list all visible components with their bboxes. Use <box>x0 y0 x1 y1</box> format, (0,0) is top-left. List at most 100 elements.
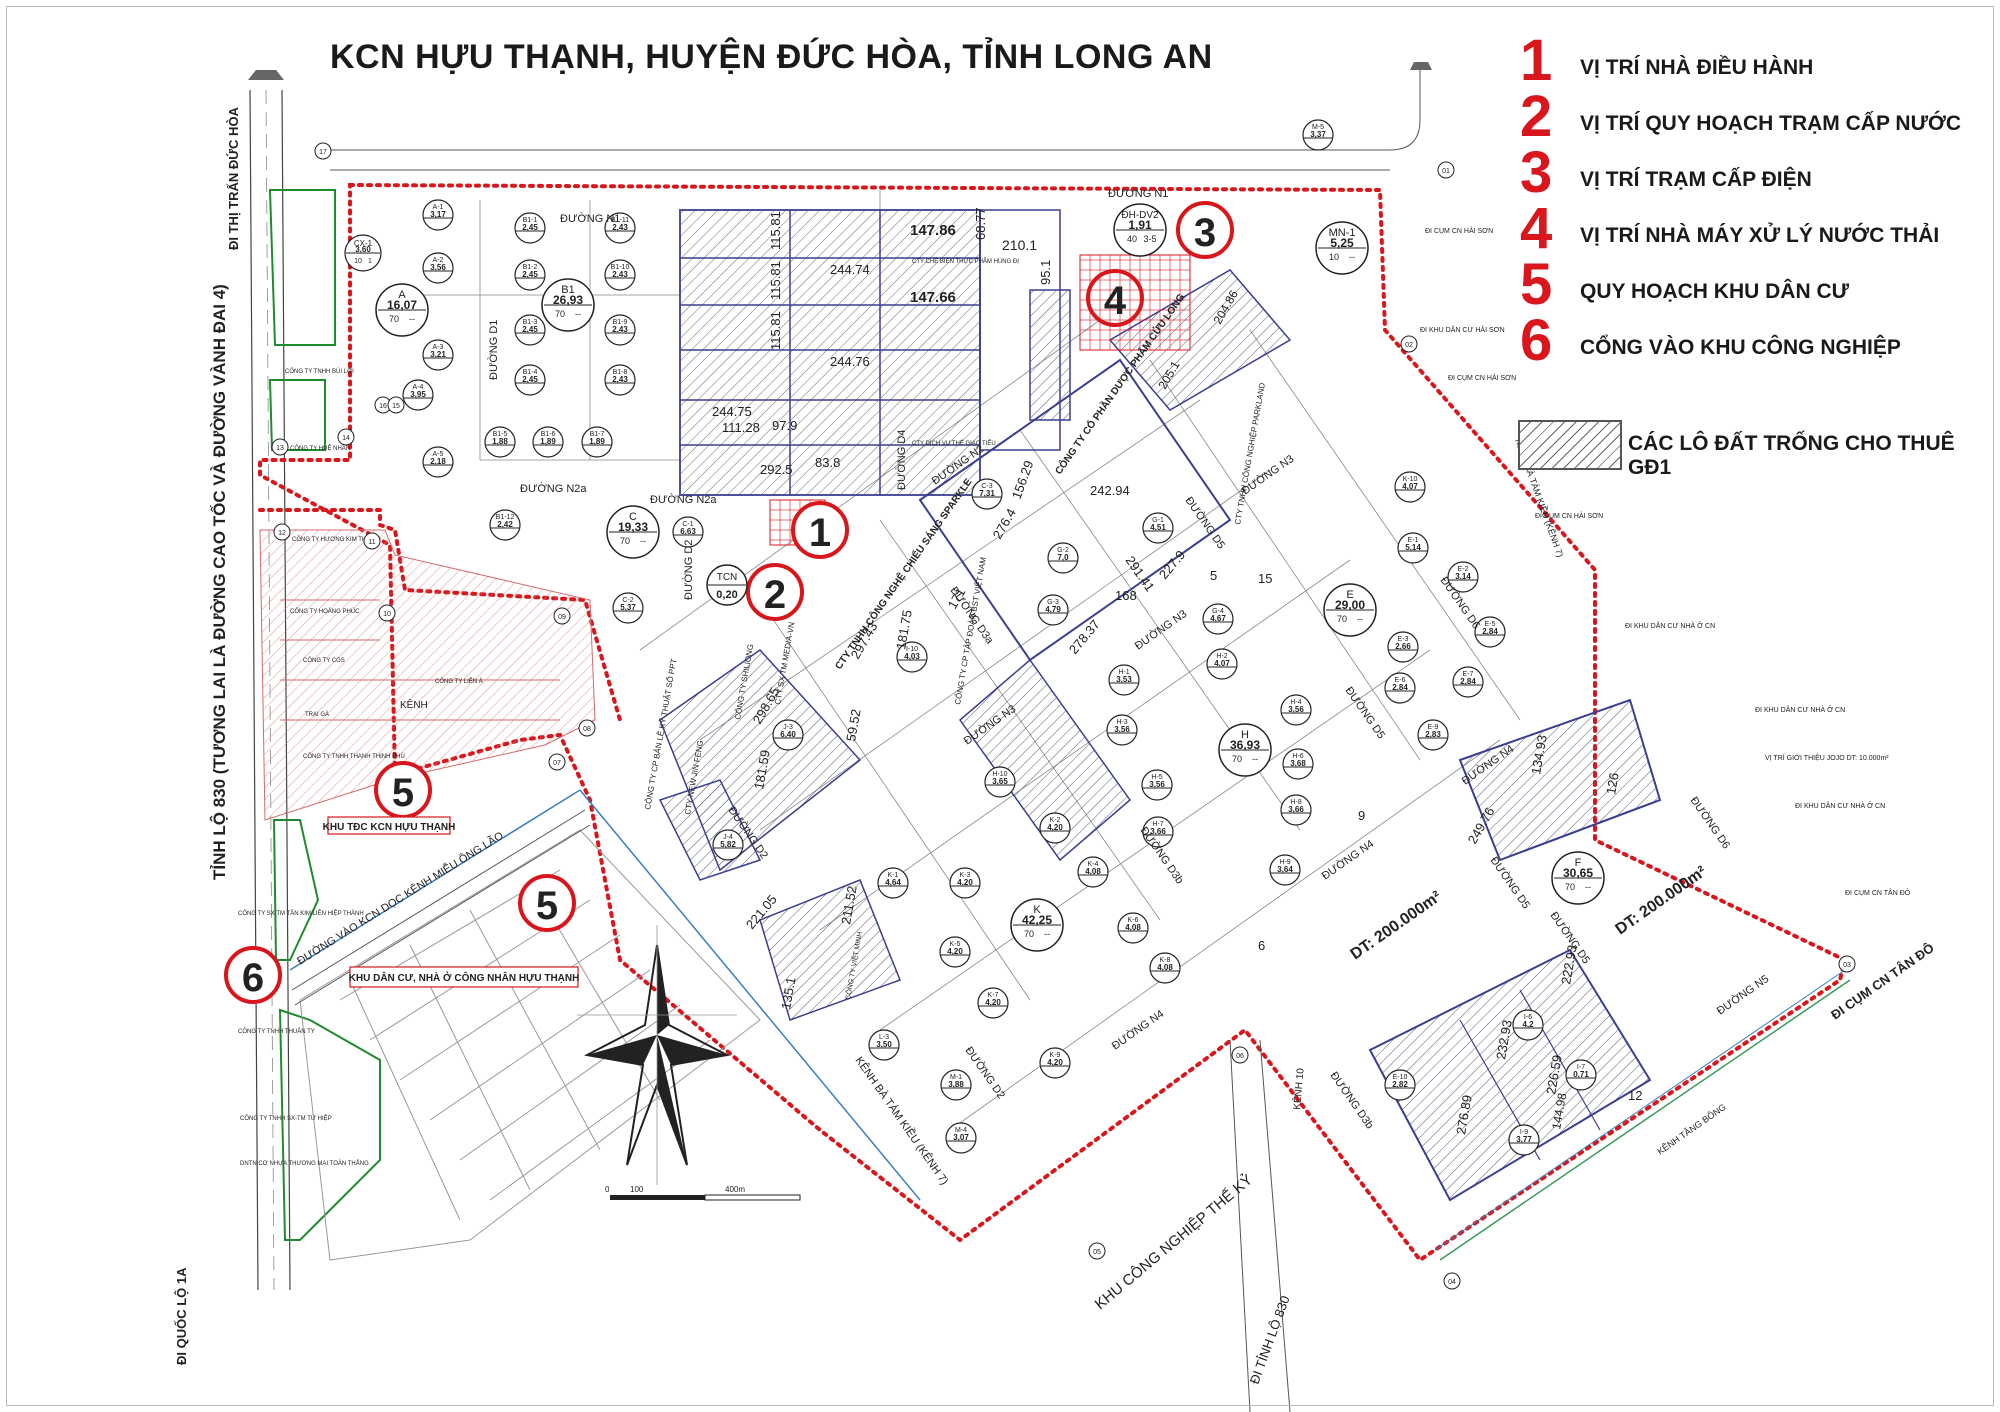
legend-text: VỊ TRÍ QUY HOẠCH TRẠM CẤP NƯỚC <box>1580 112 1962 135</box>
lot-area: 3,66 <box>1288 805 1304 814</box>
lot-e-1[interactable]: E-15,14 <box>1397 532 1429 564</box>
block-c[interactable]: C 19,33 70 -- <box>606 505 660 559</box>
lot-h-5[interactable]: H-53,56 <box>1141 769 1173 801</box>
boundary-node-label: 08 <box>583 726 591 733</box>
lot-a-1[interactable]: A-13,17 <box>422 199 454 231</box>
lot-name: B1-5 <box>493 431 508 438</box>
marker-6[interactable]: 6 <box>224 946 282 1004</box>
lot-h-6[interactable]: H-63,68 <box>1282 748 1314 780</box>
lot-a-2[interactable]: A-23,56 <box>422 252 454 284</box>
lot-h-1[interactable]: H-13,53 <box>1108 664 1140 696</box>
lot-b1-5[interactable]: B1-51,88 <box>484 426 516 458</box>
lot-b1-9[interactable]: B1-92,43 <box>604 314 636 346</box>
lot-c-1[interactable]: C-16,63 <box>672 516 704 548</box>
lot-i-7[interactable]: I-70,71 <box>1565 1059 1597 1091</box>
lot-b1-10[interactable]: B1-102,43 <box>604 259 636 291</box>
to-duc-hoa-label: ĐI THỊ TRẤN ĐỨC HÒA <box>226 106 241 250</box>
lot-c-3[interactable]: C-37,31 <box>971 478 1003 510</box>
lot-h-10[interactable]: H-103,65 <box>984 766 1016 798</box>
boundary-node-12: 12 <box>273 523 291 541</box>
company-bui-loi: CÔNG TY TNHH BÙI LỢI <box>285 368 354 375</box>
lot-b1-11[interactable]: B1-112,43 <box>604 212 636 244</box>
lot-b1-4[interactable]: B1-42,45 <box>514 364 546 396</box>
lot-b1-1[interactable]: B1-12,45 <box>514 212 546 244</box>
lot-name: A-2 <box>433 257 444 264</box>
lot-c-2[interactable]: C-25,37 <box>612 592 644 624</box>
block-mn1[interactable]: MN-1 5,25 10 -- <box>1315 221 1369 275</box>
lot-b1-8[interactable]: B1-82,43 <box>604 364 636 396</box>
block-e[interactable]: E 29,00 70 -- <box>1323 583 1377 637</box>
lot-k-10[interactable]: K-104,07 <box>1394 471 1426 503</box>
block-k[interactable]: K 42,25 70 -- <box>1010 898 1064 952</box>
lot-k-3[interactable]: K-34,20 <box>949 867 981 899</box>
lot-k-8[interactable]: K-84,08 <box>1149 952 1181 984</box>
block-tcn[interactable]: TCN 0,20 <box>706 564 748 606</box>
lot-h-2[interactable]: H-24,07 <box>1206 648 1238 680</box>
marker-3[interactable]: 3 <box>1176 201 1234 259</box>
marker-1[interactable]: 1 <box>791 501 849 559</box>
lot-h-7[interactable]: H-73,66 <box>1142 816 1174 848</box>
lot-g-3[interactable]: G-34,79 <box>1037 594 1069 626</box>
svg-text:168: 168 <box>1115 588 1137 603</box>
lot-e-6[interactable]: E-62,84 <box>1384 672 1416 704</box>
marker-4[interactable]: 4 <box>1086 269 1144 327</box>
access-road <box>289 789 1851 1412</box>
lot-m-1[interactable]: M-13,88 <box>940 1069 972 1101</box>
lot-k-4[interactable]: K-44,08 <box>1077 856 1109 888</box>
lot-h-9[interactable]: H-93,64 <box>1269 854 1301 886</box>
lot-e-3[interactable]: E-32,66 <box>1387 631 1419 663</box>
marker-5b[interactable]: 5 <box>518 874 576 932</box>
block-dh-dv2[interactable]: ĐH-DV2 1,91 40 3-5 <box>1113 203 1167 257</box>
block-f[interactable]: F 30,65 70 -- <box>1551 851 1605 905</box>
lot-name: C-2 <box>622 597 633 604</box>
road-d2: ĐƯỜNG D2 <box>682 540 695 600</box>
marker-2[interactable]: 2 <box>746 563 804 621</box>
lot-h-8[interactable]: H-83,66 <box>1280 794 1312 826</box>
lot-k-7[interactable]: K-74,20 <box>977 987 1009 1019</box>
lot-e-9[interactable]: E-92,83 <box>1417 719 1449 751</box>
lot-a-5[interactable]: A-52,18 <box>422 446 454 478</box>
lot-k-9[interactable]: K-94,20 <box>1039 1047 1071 1079</box>
block-h[interactable]: H 36,93 70 -- <box>1218 723 1272 777</box>
lot-a-4[interactable]: A-43,95 <box>402 379 434 411</box>
block-cx1[interactable]: CX-1 3,60 10 1 <box>344 234 382 272</box>
lot-circles: A-13,17A-23,56A-33,21A-43,95A-52,18B1-12… <box>402 119 1597 1156</box>
lot-b1-3[interactable]: B1-32,45 <box>514 314 546 346</box>
kenh-10-label: KÊNH 10 <box>1290 1067 1307 1110</box>
lot-j-4[interactable]: J-45,82 <box>712 829 744 861</box>
lot-k-2[interactable]: K-24,20 <box>1039 812 1071 844</box>
block-b1[interactable]: B1 26,93 70 -- <box>541 278 595 332</box>
lot-h-4[interactable]: H-43,56 <box>1280 694 1312 726</box>
lot-area: 4,03 <box>904 652 920 661</box>
marker-5a[interactable]: 5 <box>374 761 432 819</box>
lot-m-4[interactable]: M-43,07 <box>945 1122 977 1154</box>
lot-g-4[interactable]: G-44,67 <box>1202 603 1234 635</box>
lot-j-3[interactable]: J-36,40 <box>772 719 804 751</box>
lot-name: C-3 <box>981 483 992 490</box>
block-a[interactable]: A 16,07 70 -- <box>375 283 429 337</box>
svg-text:70: 70 <box>389 314 399 324</box>
lot-name: A-5 <box>433 451 444 458</box>
lot-l-3[interactable]: L-33,50 <box>868 1029 900 1061</box>
lot-b1-12[interactable]: B1-122,42 <box>489 509 521 541</box>
lot-g-2[interactable]: G-27,0 <box>1047 542 1079 574</box>
lot-k-5[interactable]: K-54,20 <box>939 936 971 968</box>
lot-b1-6[interactable]: B1-61,89 <box>532 426 564 458</box>
lot-m-5[interactable]: M-53,37 <box>1302 119 1334 151</box>
lot-i-9[interactable]: I-93,77 <box>1508 1124 1540 1156</box>
lot-e-5[interactable]: E-52,84 <box>1474 616 1506 648</box>
lot-area: 2,82 <box>1392 1080 1408 1089</box>
lot-b1-7[interactable]: B1-71,89 <box>581 426 613 458</box>
lot-e-7[interactable]: E-72,84 <box>1452 666 1484 698</box>
lot-h-3[interactable]: H-33,56 <box>1106 714 1138 746</box>
lot-i-10[interactable]: I-104,03 <box>896 641 928 673</box>
lot-g-1[interactable]: G-14,51 <box>1142 512 1174 544</box>
lot-e-2[interactable]: E-23,14 <box>1447 561 1479 593</box>
lot-k-1[interactable]: K-14,64 <box>877 867 909 899</box>
lot-a-3[interactable]: A-33,21 <box>422 339 454 371</box>
lot-i-6[interactable]: I-64,2 <box>1512 1009 1544 1041</box>
lot-name: A-3 <box>433 344 444 351</box>
lot-e-10[interactable]: E-102,82 <box>1384 1069 1416 1101</box>
lot-b1-2[interactable]: B1-22,45 <box>514 259 546 291</box>
lot-k-6[interactable]: K-64,08 <box>1117 912 1149 944</box>
